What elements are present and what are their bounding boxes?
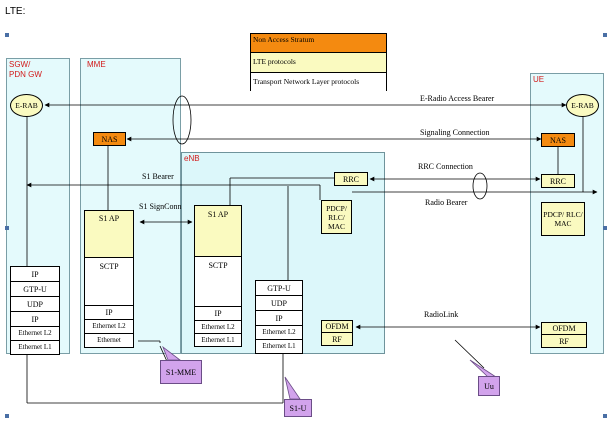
mme-sctp-box: SCTP	[84, 258, 134, 306]
ue-label: UE	[533, 75, 545, 84]
rrc-connection-label: RRC Connection	[418, 162, 473, 171]
corner-marker-br	[603, 414, 607, 418]
enb-gtpu-layer: GTP-U	[255, 280, 303, 296]
radiolink-label: RadioLink	[424, 310, 459, 319]
enb-eth-l2-box: Ethernet L2	[194, 321, 242, 334]
corner-marker-tr	[603, 33, 607, 37]
sgw-udp-layer: UDP	[10, 297, 60, 312]
enb-ip-box: IP	[194, 307, 242, 321]
sgw-protocol-stack: IP GTP-U UDP IP Ethernet L2 Ethernet L1	[10, 266, 60, 355]
erab-bearer-label: E-Radio Access Bearer	[420, 94, 495, 103]
uu-callout: Uu	[478, 376, 500, 396]
enb-s1ap-box: S1 AP	[194, 205, 242, 257]
enb-rrc-box: RRC	[334, 172, 368, 186]
enb-rf-box: RF	[321, 333, 353, 346]
signaling-connection-label: Signaling Connection	[420, 128, 490, 137]
legend-tnl: Transport Network Layer protocols	[251, 73, 386, 92]
mme-s1ap-box: S1 AP	[84, 210, 134, 258]
page-heading: LTE:	[5, 6, 26, 17]
corner-marker-bl	[5, 414, 9, 418]
sgw-eth-l2-layer: Ethernet L2	[10, 327, 60, 341]
enb-eth-l1-box: Ethernet L1	[194, 334, 242, 347]
radio-bearer-label: Radio Bearer	[425, 198, 468, 207]
enb-gtp-eth-l2-layer: Ethernet L2	[255, 326, 303, 340]
mme-ip-box: IP	[84, 306, 134, 320]
enb-pdcp-box: PDCP/ RLC/ MAC	[321, 200, 352, 234]
s1-mme-callout: S1-MME	[160, 360, 202, 384]
s1-signconn-label: S1 SignConn	[139, 202, 182, 211]
legend: Non Access Stratum LTE protocols Transpo…	[250, 33, 387, 92]
mme-eth-l2-box: Ethernet L2	[84, 320, 134, 334]
ue-rf-box: RF	[541, 335, 587, 348]
ue-pdcp-box: PDCP/ RLC/ MAC	[541, 202, 585, 236]
enb-gtp-stack: GTP-U UDP IP Ethernet L2 Ethernet L1	[255, 280, 303, 354]
corner-marker-tl	[5, 33, 9, 37]
sgw-label: SGW/ PDN GW	[9, 60, 42, 79]
enb-sctp-box: SCTP	[194, 257, 242, 307]
enb-label: eNB	[184, 154, 200, 163]
mme-sctp-label: SCTP	[99, 262, 119, 271]
enb-gtp-eth-l1-layer: Ethernet L1	[255, 340, 303, 354]
sgw-eth-l1-layer: Ethernet L1	[10, 341, 60, 355]
mme-s1ap-label: S1 AP	[98, 214, 120, 223]
legend-nas: Non Access Stratum	[251, 34, 386, 53]
enb-s1ap-label: S1 AP	[207, 210, 229, 219]
ue-ofdm-box: OFDM	[541, 322, 587, 335]
mme-ethernet-box: Ethernet	[84, 334, 134, 348]
sgw-erab-node: E-RAB	[10, 94, 43, 117]
enb-gtp-ip-layer: IP	[255, 311, 303, 326]
sgw-ip-layer: IP	[10, 266, 60, 282]
corner-marker-mr	[603, 226, 607, 230]
enb-sctp-label: SCTP	[208, 261, 228, 270]
sgw-ip-layer-2: IP	[10, 312, 60, 327]
mme-label: MME	[87, 60, 106, 69]
s1-bearer-label: S1 Bearer	[142, 172, 174, 181]
s1-u-callout: S1-U	[284, 399, 312, 417]
ue-erab-node: E-RAB	[566, 94, 599, 117]
ue-rrc-box: RRC	[541, 174, 575, 188]
enb-ofdm-box: OFDM	[321, 320, 353, 333]
sgw-gtpu-layer: GTP-U	[10, 282, 60, 297]
mme-nas-box: NAS	[93, 132, 126, 146]
corner-marker-ml	[5, 226, 9, 230]
ue-nas-box: NAS	[541, 133, 575, 147]
legend-lte: LTE protocols	[251, 53, 386, 73]
enb-udp-layer: UDP	[255, 296, 303, 311]
